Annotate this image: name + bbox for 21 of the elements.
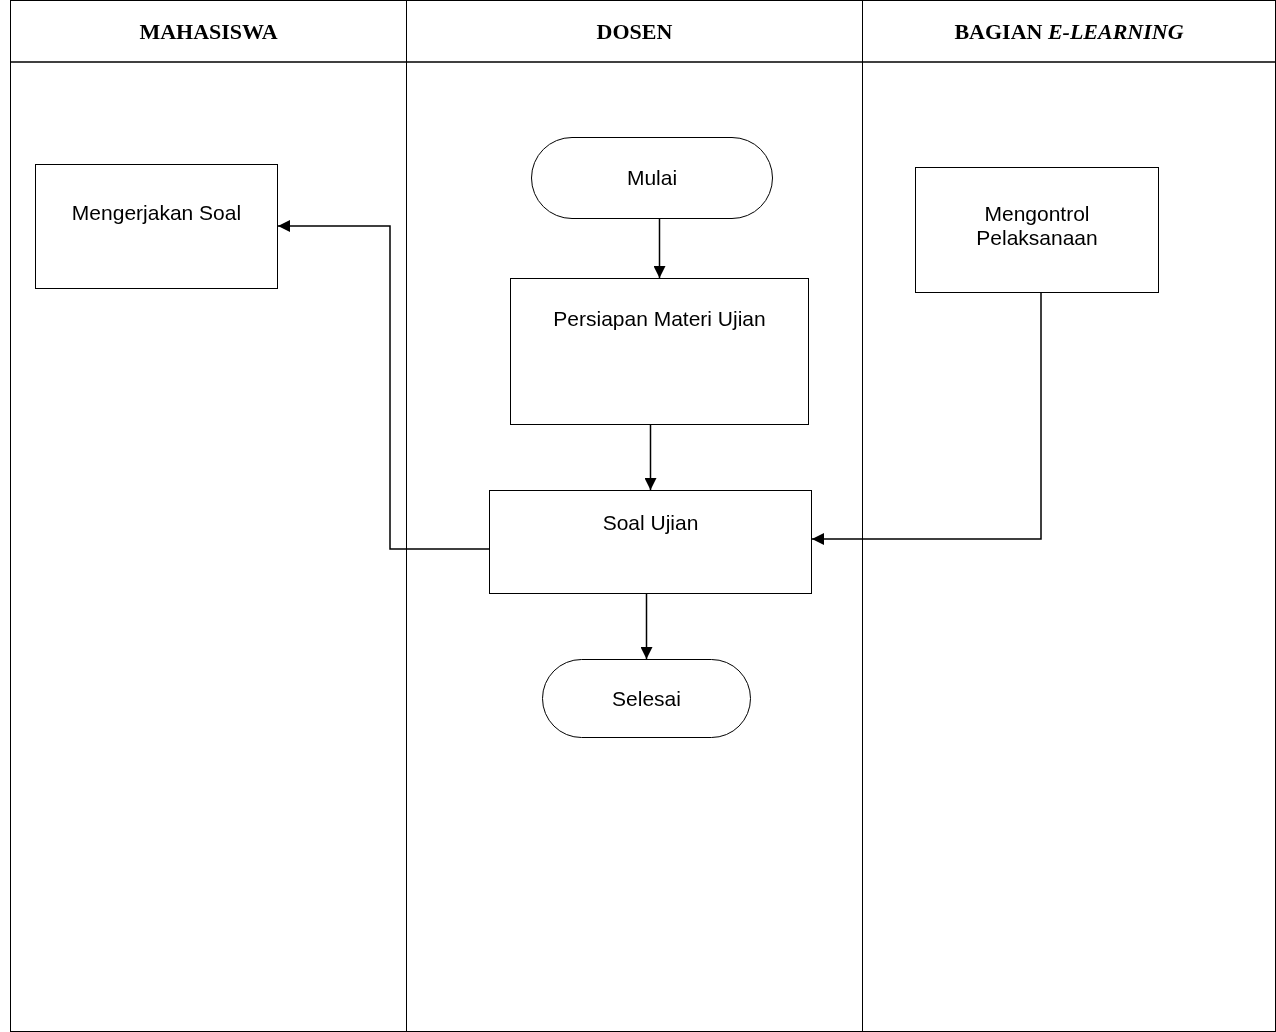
node-label: Mengontrol Pelaksanaan [975, 202, 1099, 250]
lane-header: BAGIAN E-LEARNING [954, 19, 1184, 45]
node-label: Mengerjakan Soal [71, 201, 242, 225]
swimlane [406, 0, 863, 1032]
process-box [489, 490, 812, 594]
swimlane [10, 0, 407, 1032]
process-box [915, 167, 1159, 293]
arrow [644, 424, 657, 491]
node-label: Mulai [626, 166, 678, 190]
process-box [510, 278, 809, 425]
arrow [277, 220, 490, 550]
process-box [35, 164, 278, 289]
arrow [653, 218, 666, 279]
arrow [811, 292, 1042, 545]
lane-header: MAHASISWA [139, 19, 278, 45]
arrow [640, 593, 653, 660]
node-label: Persiapan Materi Ujian [553, 307, 766, 331]
node-label: Soal Ujian [602, 511, 699, 535]
swimlane [862, 0, 1276, 1032]
node-label: Selesai [612, 686, 681, 711]
lane-header: DOSEN [596, 19, 673, 45]
